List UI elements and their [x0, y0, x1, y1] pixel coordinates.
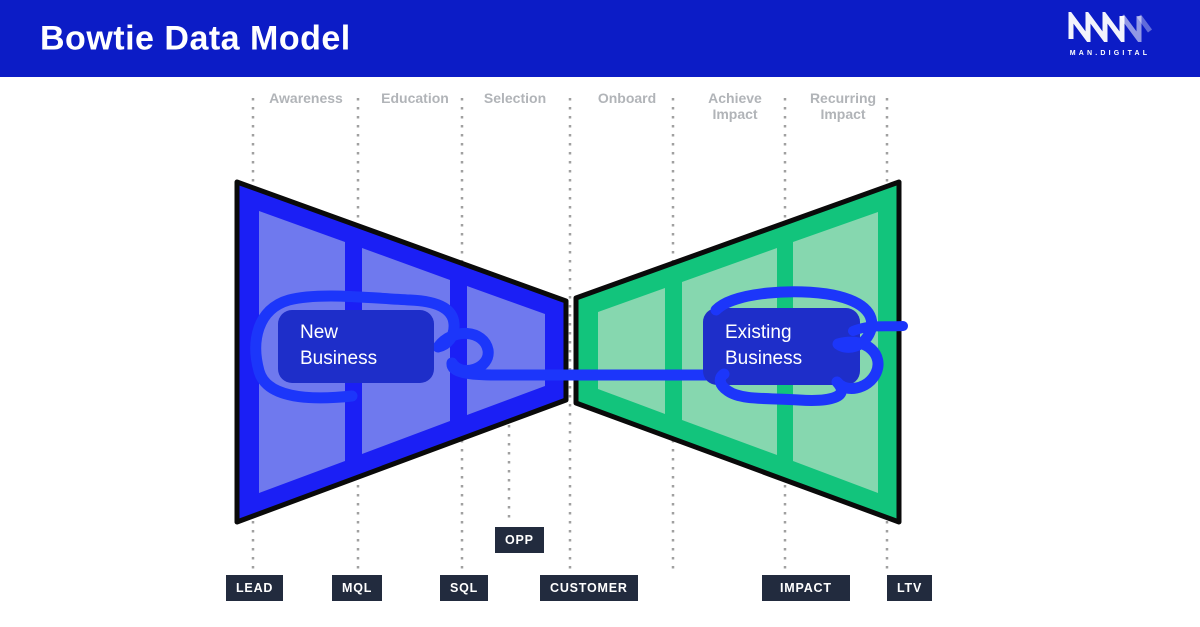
- brand-logo: MAN.DIGITAL: [1062, 8, 1158, 57]
- existing-business-label: Existing Business: [725, 322, 803, 369]
- milestone-opp: OPP: [495, 527, 544, 553]
- milestone-ltv: LTV: [887, 575, 933, 601]
- stage-label-selection: Selection: [483, 90, 547, 106]
- zigzag-logo-icon: [1068, 8, 1153, 47]
- page-title: Bowtie Data Model: [40, 19, 351, 57]
- milestone-sql: SQL: [440, 575, 489, 601]
- milestone-impact: IMPACT: [762, 575, 850, 601]
- bowtie-shapes: [234, 98, 902, 570]
- new-business-label: New Business: [300, 322, 378, 369]
- stage-label-recurring-impact: Recurring Impact: [809, 90, 877, 122]
- stage-label-achieve-impact: Achieve Impact: [708, 90, 762, 122]
- stage-label-education: Education: [381, 90, 449, 106]
- bowtie-diagram: Awareness Education Selection Onboard Ac…: [0, 77, 1200, 627]
- stage-label-awareness: Awareness: [269, 90, 343, 106]
- brand-name: MAN.DIGITAL: [1069, 50, 1151, 57]
- milestone-mql: MQL: [332, 575, 383, 601]
- milestone-lead: LEAD: [226, 575, 284, 601]
- stage-label-onboard: Onboard: [597, 90, 657, 106]
- milestone-customer: CUSTOMER: [540, 575, 638, 601]
- header: Bowtie Data Model MAN.DIGITAL: [0, 0, 1200, 77]
- annotation-exit-line: [848, 321, 908, 336]
- existing-business-badge: Existing Business: [703, 308, 860, 385]
- new-business-badge: New Business: [278, 310, 434, 383]
- annotation-overlay: [710, 286, 908, 406]
